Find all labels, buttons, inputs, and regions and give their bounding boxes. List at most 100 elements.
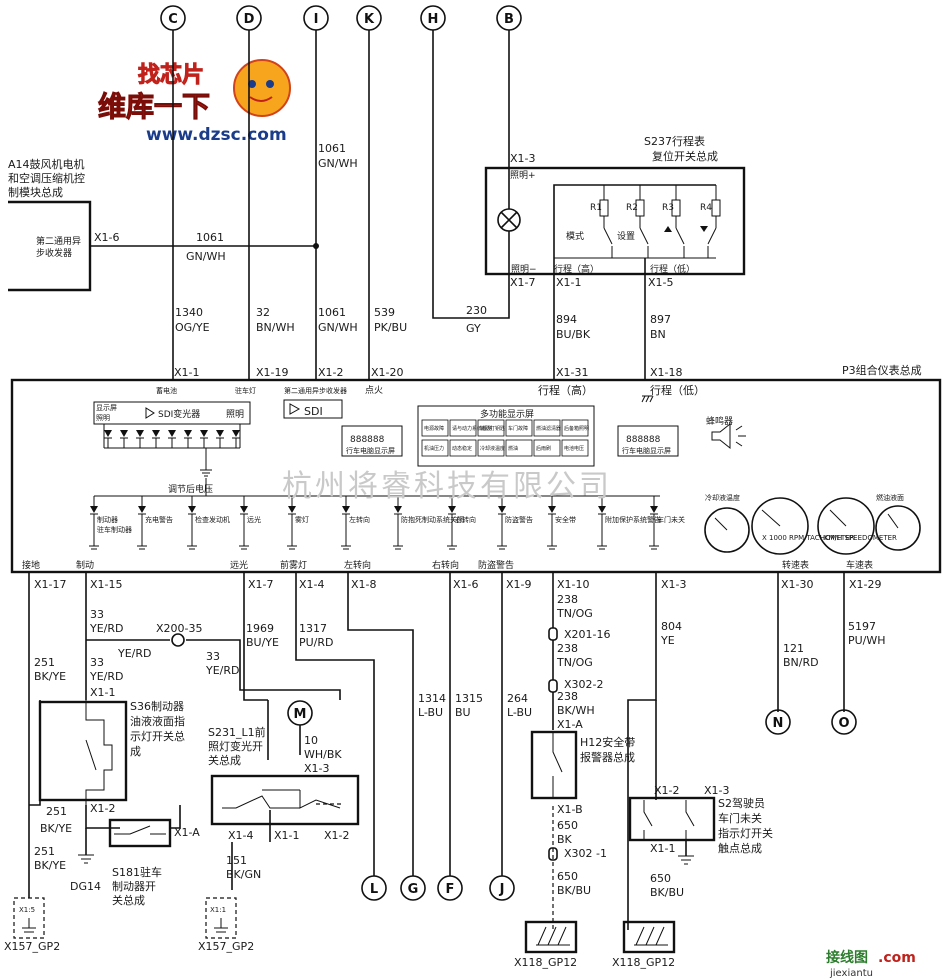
indicator-label: 附加保护系统警告	[605, 515, 661, 524]
led-icon	[288, 506, 296, 513]
wire-1061-top-color: GN/WH	[318, 157, 358, 170]
a14-wire-num: 1061	[196, 231, 224, 244]
indicator-lamp: 充电警告	[137, 496, 173, 550]
p3-label-right-turn: 右转向	[432, 559, 459, 571]
wire-1969: 1969	[246, 622, 274, 635]
wire-539: 539	[374, 306, 395, 319]
wire-897: 897	[650, 313, 671, 326]
x302a-label: X302-2	[564, 678, 604, 691]
s36-brake-fluid-switch: X1-1 S36制动器 油液液面指 示灯开关总 成 X1-2	[38, 686, 185, 815]
p3-label-highbeam: 远光	[230, 559, 248, 571]
s36-pin-2: X1-2	[90, 802, 116, 815]
pin-x1-15: X1-15	[90, 578, 123, 591]
wire-804-color: YE	[660, 634, 675, 647]
x157-gp2-right: X1:1 X157_GP2	[198, 897, 254, 953]
wire-251b: 251	[46, 805, 67, 818]
indicator-lamp: 车门未关	[649, 496, 685, 550]
wire-650c: 650	[650, 872, 671, 885]
x201-connector-icon	[548, 627, 558, 641]
mid-wire-labels: 1340 OG/YE 32 BN/WH 1061 GN/WH 539 PK/BU…	[175, 304, 671, 341]
pin-x1-6: X1-6	[453, 578, 479, 591]
p3-label-ignition: 点火	[365, 385, 383, 396]
h12-pin-a: X1-A	[557, 718, 583, 731]
mfd-cell-label: 冷却液温度	[480, 445, 505, 452]
wire-264-color: L-BU	[507, 706, 532, 719]
mfd-cell-label: 机油压力	[424, 445, 444, 452]
mfd-cell-label: 车门故障	[508, 425, 528, 432]
lower-labels: 33 YE/RD X200-35 YE/RD 33 YE/RD 33 YE/RD…	[34, 608, 240, 872]
logo-bottom-text: 维库一下	[98, 90, 210, 123]
mfd-cell	[421, 439, 449, 457]
connector-j-icon	[489, 875, 515, 901]
s2-pin-2: X1-2	[654, 784, 680, 797]
wire-804: 804	[661, 620, 682, 633]
p3-sdi: SDI	[304, 405, 323, 418]
a14-title-1: A14鼓风机电机	[8, 157, 85, 171]
a14-title-3: 制模块总成	[8, 185, 63, 199]
wire-650a-color: BK	[557, 833, 573, 846]
led-icon	[184, 430, 192, 448]
indicator-label: 制动器	[97, 515, 118, 524]
a14-title-2: 和空调压缩机控	[8, 171, 85, 185]
indicator-label: 安全带	[555, 515, 576, 524]
turn-wire-labels: 1314 L-BU 1315 BU 264 L-BU	[418, 692, 532, 719]
indicator-label: 雾灯	[295, 515, 309, 524]
a14-wire-color: GN/WH	[186, 250, 226, 263]
s237-light-pos: 照明+	[510, 170, 536, 181]
mfd-cell-label: 燃油	[508, 445, 518, 452]
mfd-cell-label: 电池电压	[564, 445, 584, 452]
wire-897-color: BN	[650, 328, 666, 341]
s231-pin-2: X1-2	[324, 829, 350, 842]
wire-32: 32	[256, 306, 270, 319]
led-icon	[104, 430, 112, 448]
h12-title-2: 报警器总成	[580, 750, 635, 764]
indicator-label: 充电警告	[145, 515, 173, 524]
p3-illum: 照明	[226, 409, 244, 420]
connector-g-icon	[400, 875, 426, 901]
s2-pin-3: X1-3	[704, 784, 730, 797]
wire-650b: 650	[557, 870, 578, 883]
wire-238a-color: TN/OG	[556, 607, 593, 620]
wire-33b-color: YE/RD	[117, 647, 152, 660]
mfd-cell	[505, 439, 533, 457]
mfd-cell	[421, 419, 449, 437]
wire-32-color: BN/WH	[256, 321, 295, 334]
h12-pin-b: X1-B	[557, 803, 583, 816]
wire-1340: 1340	[175, 306, 203, 319]
pin-x1-29: X1-29	[849, 578, 882, 591]
trip-display-1-label: 行车电脑显示屏	[346, 446, 395, 455]
dzsc-logo: 找芯片 维库一下 www.dzsc.com	[98, 59, 291, 145]
h12-title-1: H12安全带	[580, 735, 635, 749]
wire-230-color: GY	[466, 322, 481, 335]
connector-j-label: J	[499, 882, 505, 897]
trip-display-2-value: 888888	[626, 435, 661, 445]
wire-264: 264	[507, 692, 528, 705]
p3-lighting: 照明	[96, 414, 110, 422]
sdi-leds	[104, 430, 240, 448]
s2-pin-1: X1-1	[650, 842, 676, 855]
connector-d-label: D	[244, 12, 255, 27]
coolant-gauge-icon	[704, 507, 750, 553]
connector-f-icon	[437, 875, 463, 901]
fuel-label: 燃油液面	[876, 493, 904, 502]
indicator-lamp: 右转向	[447, 496, 476, 550]
p3-sdi-dimmer: SDI变光器	[158, 408, 200, 420]
wire-10: 10	[304, 734, 318, 747]
s231-headlamp-switch: 1969 BU/YE 1317 PU/RD M 10 WH/BK X1-3 S2…	[208, 622, 360, 881]
led-icon	[448, 506, 456, 513]
tach-label: 转速表	[782, 559, 809, 571]
pin-x1-3: X1-3	[661, 578, 687, 591]
p3-label-fog: 前雾灯	[280, 559, 307, 571]
s2-title-4: 触点总成	[718, 841, 762, 855]
gp1-label: X157_GP2	[4, 940, 60, 953]
indicator-label: 远光	[247, 515, 261, 524]
x302b-label: X302 -1	[564, 847, 607, 860]
p3-label-battery: 蓄电池	[156, 386, 177, 395]
x200-connector-icon	[171, 633, 185, 647]
p3-label-trip-hi: 行程（高）	[538, 383, 593, 397]
pin-x1-9: X1-9	[506, 578, 532, 591]
wire-1969-color: BU/YE	[246, 636, 279, 649]
s237-light-neg: 照明−	[511, 264, 537, 275]
